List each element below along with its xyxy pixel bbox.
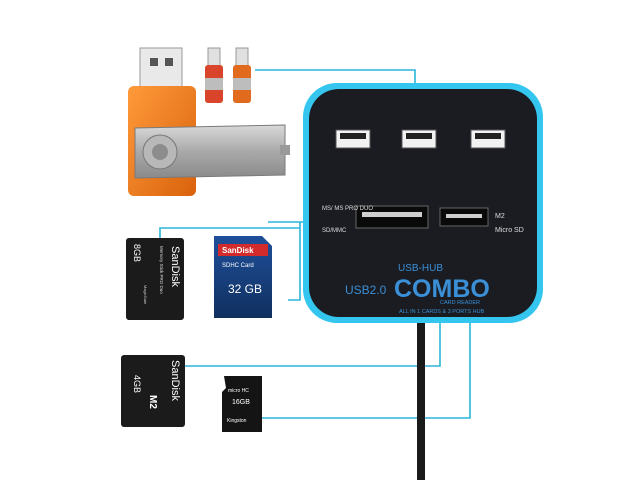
card-microsd: micro HC 16GB Kingston bbox=[222, 376, 262, 432]
card-ms-pro-duo: SanDisk 8GB Memory Stick PRO Duo MagicGa… bbox=[126, 238, 184, 320]
svg-text:Memory Stick PRO Duo: Memory Stick PRO Duo bbox=[159, 246, 164, 294]
hub-subtitle-1: CARD READER bbox=[440, 300, 480, 306]
card-sdhc: SanDisk SDHC Card 32 GB bbox=[214, 236, 272, 318]
svg-text:micro HC: micro HC bbox=[228, 388, 249, 394]
svg-text:Kingston: Kingston bbox=[227, 418, 247, 424]
usb-mini-drive-2 bbox=[233, 47, 251, 103]
hub-cable bbox=[417, 323, 425, 480]
usb-mini-drive-1 bbox=[205, 47, 223, 103]
hub-brand-combo: COMBO bbox=[394, 275, 490, 303]
hub-usb-version: USB2.0 bbox=[345, 283, 387, 297]
svg-text:32 GB: 32 GB bbox=[228, 282, 262, 296]
hub-subtitle-2: ALL IN 1 CARDS & 3 PORTS HUB bbox=[399, 309, 485, 315]
svg-text:SanDisk: SanDisk bbox=[222, 246, 254, 255]
slot-label-m2: M2 bbox=[495, 213, 505, 220]
slot-label-sd: SD/MMC bbox=[322, 228, 347, 234]
svg-text:SanDisk: SanDisk bbox=[169, 360, 181, 401]
svg-text:MagicGate: MagicGate bbox=[143, 285, 148, 305]
svg-text:8GB: 8GB bbox=[132, 244, 142, 262]
slot-label-ms: MS/ MS PRO DUO bbox=[322, 206, 373, 212]
usb-hub: MS/ MS PRO DUO SD/MMC M2 Micro SD USB-HU… bbox=[303, 83, 543, 323]
svg-text:SanDisk: SanDisk bbox=[169, 246, 181, 287]
svg-text:16GB: 16GB bbox=[232, 399, 250, 406]
hub-brand-top: USB-HUB bbox=[398, 263, 443, 274]
card-m2: SanDisk 4GB M2 bbox=[121, 355, 185, 427]
svg-text:SDHC Card: SDHC Card bbox=[222, 263, 254, 269]
slot-label-microsd: Micro SD bbox=[495, 227, 524, 234]
usb-port-row bbox=[335, 129, 506, 149]
usb-flash-drive bbox=[128, 47, 290, 196]
svg-text:4GB: 4GB bbox=[132, 375, 142, 393]
svg-text:M2: M2 bbox=[147, 395, 158, 409]
